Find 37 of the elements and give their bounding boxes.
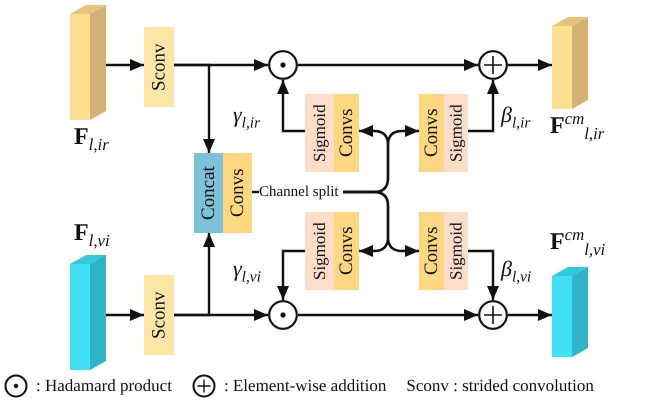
hadamard-product-symbol (268, 300, 298, 330)
feature-map-label: F$_{l,vi}$ (74, 221, 110, 250)
layer-block: Convs (334, 94, 359, 172)
layer-block: Sigmoid (444, 212, 468, 290)
layer-block: Convs (223, 153, 252, 233)
layer-block: Sigmoid (305, 94, 334, 172)
layer-block: Sconv (144, 27, 174, 107)
addition-symbol (478, 50, 508, 80)
feature-map-label: F$_{l,ir}$ (74, 125, 109, 154)
edge-label: β$_{l,ir}$ (500, 104, 532, 131)
layer-block: Convs (419, 94, 444, 172)
legend-text: : Hadamard product (36, 376, 172, 396)
arrow (106, 309, 144, 321)
arrow (174, 233, 215, 316)
note-text: Sconv : strided convolution (406, 376, 594, 396)
arrow (468, 250, 499, 300)
arrow (508, 309, 552, 321)
legend-text: : Element-wise addition (224, 376, 386, 396)
arrow (298, 309, 478, 321)
arrow (277, 250, 305, 300)
arrow (343, 190, 419, 257)
arrow (174, 64, 215, 153)
arrow (508, 59, 552, 71)
layer-block: Sconv (144, 275, 174, 355)
arrow (468, 80, 499, 132)
layer-block: Concat (194, 153, 223, 233)
edge-label: β$_{l,vi}$ (500, 258, 532, 285)
layer-block: Convs (334, 212, 359, 290)
addition-symbol (478, 300, 508, 330)
arrow (106, 59, 144, 71)
arrow (277, 80, 305, 132)
layer-block: Sigmoid (444, 94, 468, 172)
layer-block: Sigmoid (305, 212, 334, 290)
split-label: Channel split (259, 182, 343, 202)
arrow (298, 59, 478, 71)
hadamard-product-symbol (268, 50, 298, 80)
layer-block: Convs (419, 212, 444, 290)
